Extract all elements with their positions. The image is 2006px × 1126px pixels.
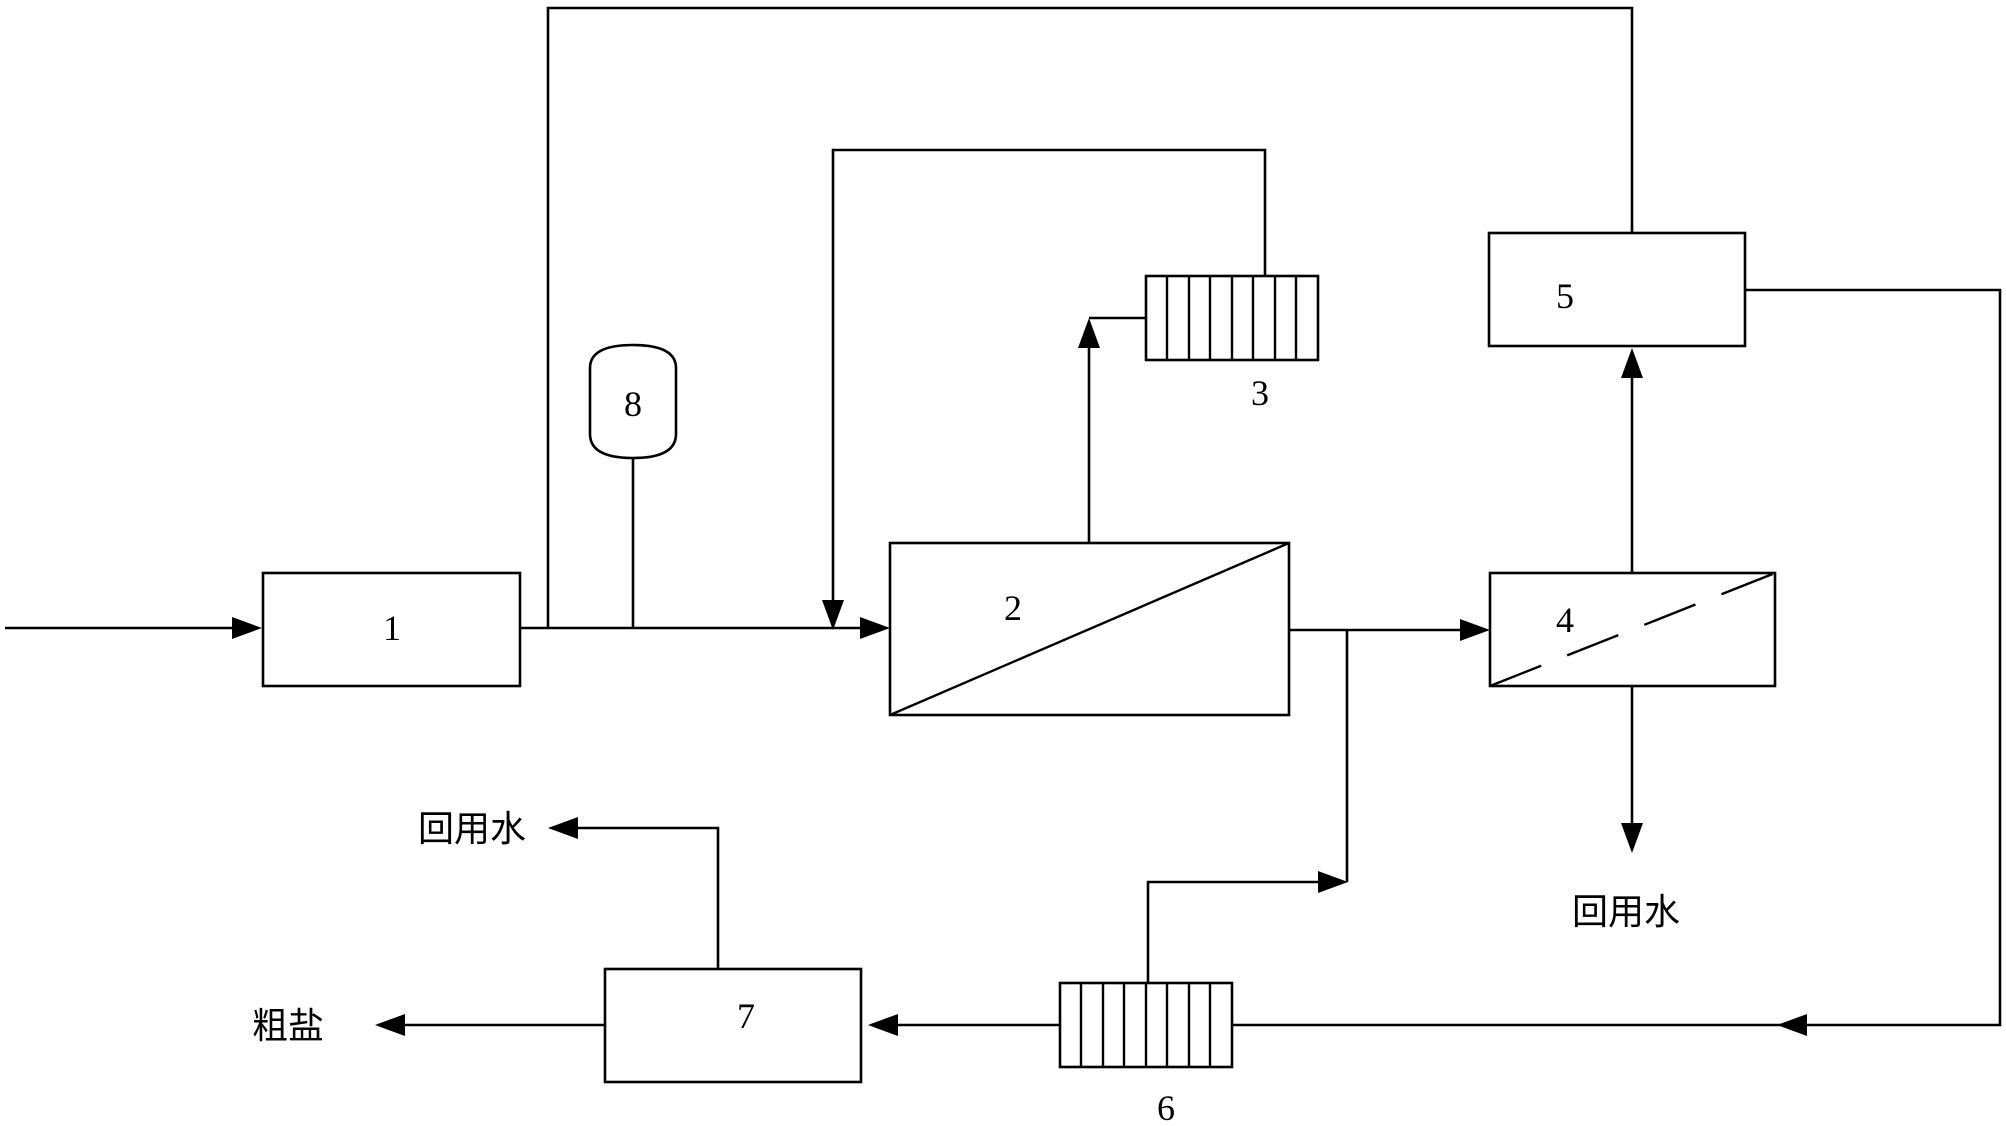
unit-3-label: 3 (1251, 373, 1269, 413)
feed-arrow (232, 617, 262, 639)
arrow-5-to-6 (1777, 1014, 1807, 1036)
line-7-to-reuse (578, 826, 720, 969)
unit-8-label: 8 (624, 384, 642, 424)
crude-salt-label: 粗盐 (252, 1006, 324, 1047)
arrow-into-7 (868, 1014, 898, 1036)
recycle-5-to-1-line (546, 6, 1634, 628)
unit-4-membrane (1488, 571, 1777, 688)
arrow-into-2 (860, 617, 890, 639)
unit-4-label: 4 (1556, 600, 1574, 640)
unit-2-label: 2 (1004, 588, 1022, 628)
arrow-recycle-3 (822, 600, 844, 630)
unit-1-box (261, 571, 522, 688)
arrow-up-to-3 (1078, 318, 1100, 348)
reuse-water-label-left: 回用水 (418, 809, 526, 850)
arrow-up-to-5 (1621, 348, 1643, 378)
arrow-down-reuse (1621, 823, 1643, 853)
line-6-up (1146, 880, 1318, 983)
recycle-3-to-2-line (831, 148, 1267, 600)
unit-7-box (603, 967, 863, 1084)
unit-3-exchanger (1144, 274, 1320, 362)
unit-5-label: 5 (1556, 276, 1574, 316)
reuse-water-label-right: 回用水 (1572, 892, 1680, 933)
arrow-reuse-left (548, 817, 578, 839)
unit-8-tank (588, 343, 678, 460)
arrow-salt (375, 1014, 405, 1036)
unit-5-box (1487, 231, 1747, 348)
arrow-branch-6 (1318, 871, 1348, 893)
arrow-into-4 (1460, 619, 1490, 641)
unit-2-membrane (888, 541, 1291, 717)
unit-7-label: 7 (737, 996, 755, 1036)
line-5-to-6 (1264, 288, 2002, 1027)
unit-6-exchanger (1058, 981, 1234, 1069)
unit-1-label: 1 (383, 608, 401, 648)
unit-6-label: 6 (1157, 1088, 1175, 1126)
